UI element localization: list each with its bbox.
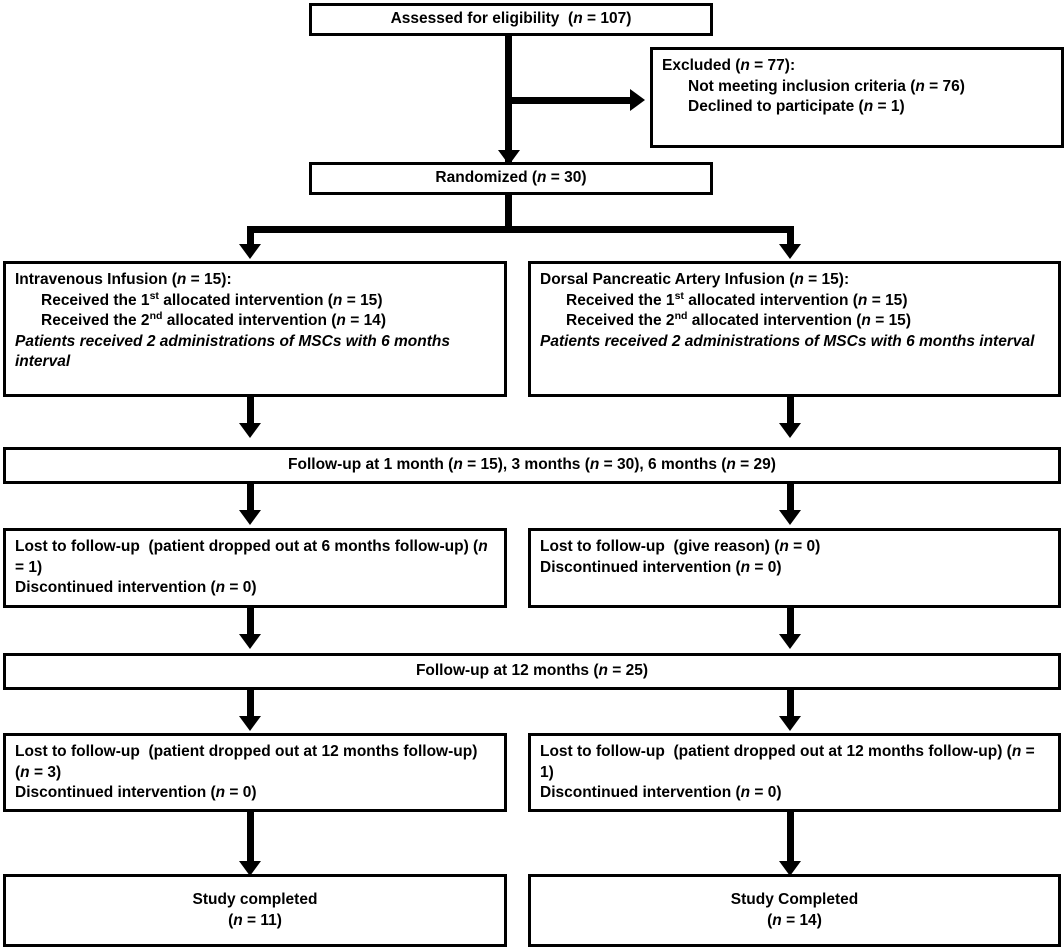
connector-armleft-to-followup <box>247 396 254 428</box>
lost-right-12m-line-1: Discontinued intervention (n = 0) <box>540 784 782 802</box>
randomized-label: Randomized (n = 30) <box>435 169 587 187</box>
connector-randomized-down <box>505 193 512 231</box>
arm-right-line-1: Received the 2nd allocated intervention … <box>566 310 911 330</box>
node-study-completed-right: Study Completed (n = 14) <box>528 874 1061 947</box>
node-arm-intravenous-infusion: Intravenous Infusion (n = 15): Received … <box>3 261 507 397</box>
node-randomized: Randomized (n = 30) <box>309 162 713 195</box>
node-lost-followup-right-12m: Lost to follow-up (patient dropped out a… <box>528 733 1061 812</box>
connector-lostright-to-completed <box>787 812 794 865</box>
node-followup-12months: Follow-up at 12 months (n = 25) <box>3 653 1061 690</box>
arrowhead-arm-right <box>779 244 801 259</box>
arm-right-line-0: Received the 1st allocated intervention … <box>566 289 908 309</box>
arrowhead-excluded <box>630 89 645 111</box>
arrowhead-lost-left-6m <box>239 510 261 525</box>
connector-split-left <box>247 226 254 249</box>
completed-right-n: (n = 14) <box>767 911 822 929</box>
arm-left-note: Patients received 2 administrations of M… <box>15 332 450 371</box>
arrowhead-arm-left <box>239 244 261 259</box>
arm-left-line-1: Received the 2nd allocated intervention … <box>41 310 386 330</box>
node-arm-dorsal-pancreatic-artery-infusion: Dorsal Pancreatic Artery Infusion (n = 1… <box>528 261 1061 397</box>
connector-lostleft-to-followup12 <box>247 607 254 639</box>
arrowhead-lost-left-12m <box>239 716 261 731</box>
arrowhead-completed-right <box>779 861 801 876</box>
lost-right-6m-line-1: Discontinued intervention (n = 0) <box>540 558 782 576</box>
excluded-heading: Excluded (n = 77): <box>662 57 796 74</box>
followup-12m-label: Follow-up at 12 months (n = 25) <box>415 662 649 680</box>
completed-right-label: Study Completed <box>730 890 859 908</box>
lost-right-6m-line-0: Lost to follow-up (give reason) (n = 0) <box>540 538 821 555</box>
node-lost-followup-left-6m: Lost to follow-up (patient dropped out a… <box>3 528 507 608</box>
arrowhead-lost-right-6m <box>779 510 801 525</box>
node-lost-followup-right-6m: Lost to follow-up (give reason) (n = 0) … <box>528 528 1061 608</box>
followup-early-label: Follow-up at 1 month (n = 15), 3 months … <box>288 456 776 474</box>
connector-followup-to-lost-right <box>787 482 794 514</box>
arrowhead-lost-right-12m <box>779 716 801 731</box>
completed-left-n: (n = 11) <box>228 911 282 929</box>
connector-lostright-to-followup12 <box>787 607 794 639</box>
arrowhead-followup-right <box>779 423 801 438</box>
connector-followup12-to-lost-left <box>247 690 254 720</box>
assessed-label: Assessed for eligibility (n = 107) <box>390 10 632 28</box>
arm-left-line-0: Received the 1st allocated intervention … <box>41 289 383 309</box>
node-excluded: Excluded (n = 77): Not meeting inclusion… <box>650 47 1064 148</box>
connector-split-right <box>787 226 794 249</box>
connector-allocation-split <box>247 226 794 233</box>
connector-armright-to-followup <box>787 396 794 428</box>
lost-left-12m-line-1: Discontinued intervention (n = 0) <box>15 784 257 802</box>
connector-to-excluded <box>508 97 631 104</box>
arrowhead-followup-left <box>239 423 261 438</box>
node-study-completed-left: Study completed (n = 11) <box>3 874 507 947</box>
lost-left-12m-line-0: Lost to follow-up (patient dropped out a… <box>15 743 478 781</box>
excluded-reason-1: Declined to participate (n = 1) <box>688 98 905 116</box>
excluded-reason-0: Not meeting inclusion criteria (n = 76) <box>688 77 965 95</box>
arrowhead-randomized <box>498 150 520 165</box>
node-assessed-for-eligibility: Assessed for eligibility (n = 107) <box>309 3 713 36</box>
arrowhead-followup12-right <box>779 634 801 649</box>
arm-left-heading: Intravenous Infusion (n = 15): <box>15 271 232 288</box>
lost-right-12m-line-0: Lost to follow-up (patient dropped out a… <box>540 743 1035 781</box>
node-lost-followup-left-12m: Lost to follow-up (patient dropped out a… <box>3 733 507 812</box>
node-followup-early: Follow-up at 1 month (n = 15), 3 months … <box>3 447 1061 484</box>
connector-lostleft-to-completed <box>247 812 254 865</box>
lost-left-6m-line-1: Discontinued intervention (n = 0) <box>15 579 257 597</box>
connector-followup-to-lost-left <box>247 482 254 514</box>
arm-right-note: Patients received 2 administrations of M… <box>540 332 1035 350</box>
arrowhead-followup12-left <box>239 634 261 649</box>
connector-followup12-to-lost-right <box>787 690 794 720</box>
arrowhead-completed-left <box>239 861 261 876</box>
completed-left-label: Study completed <box>192 890 318 908</box>
lost-left-6m-line-0: Lost to follow-up (patient dropped out a… <box>15 538 488 576</box>
arm-right-heading: Dorsal Pancreatic Artery Infusion (n = 1… <box>540 271 850 288</box>
